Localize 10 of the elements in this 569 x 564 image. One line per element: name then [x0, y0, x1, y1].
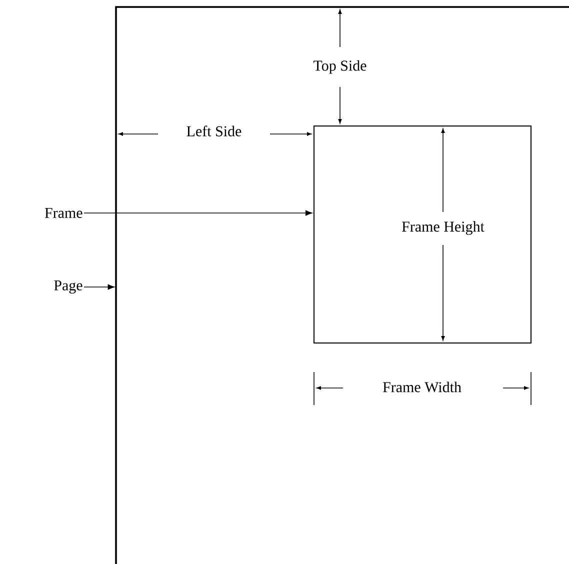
callout-label: Page: [54, 280, 82, 294]
dimension-label: Frame Width: [382, 382, 462, 392]
leader-line: [84, 284, 115, 290]
callout-label: Frame: [44, 208, 82, 218]
frame-box: [314, 126, 532, 344]
dimension-label: Left Side: [186, 126, 242, 136]
dimension-label: Top Side: [314, 60, 366, 74]
leader-line: [84, 210, 312, 216]
page-outline: [115, 6, 569, 564]
dimension-label: Frame Height: [402, 221, 484, 235]
